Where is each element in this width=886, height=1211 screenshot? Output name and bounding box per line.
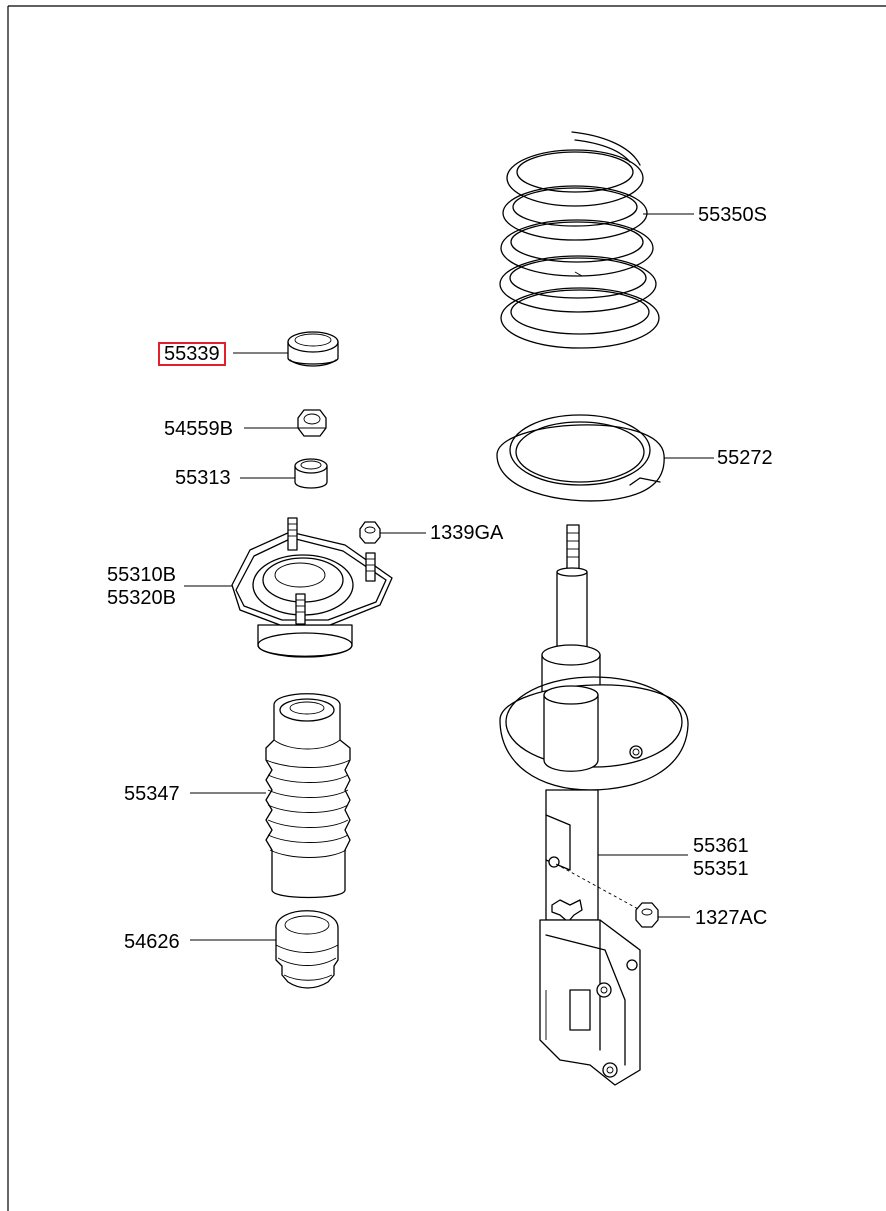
nut-1327ac-part [635,902,659,928]
label-nut-54559b[interactable]: 54559B [164,418,233,440]
label-spacer[interactable]: 55313 [175,467,231,489]
label-dust-cover[interactable]: 55347 [124,783,180,805]
dust-cover-part [265,693,351,899]
nut-54559b-part [297,409,327,437]
nut-1339ga-part [359,521,381,544]
spring-pad-part [496,414,665,502]
label-bumper-cap[interactable]: 55339 [158,342,226,366]
label-strut-mount-b[interactable]: 55320B [107,587,176,609]
label-strut-assembly-a[interactable]: 55361 [693,835,749,857]
spacer-part [294,458,328,489]
label-spring-pad[interactable]: 55272 [717,447,773,469]
coil-spring-part [499,131,660,349]
strut-assembly-part [499,524,689,1086]
bump-stopper-part [275,910,339,989]
label-strut-mount-a[interactable]: 55310B [107,564,176,586]
label-strut-assembly-b[interactable]: 55351 [693,858,749,880]
bumper-cap-part [287,331,339,367]
label-spring[interactable]: 55350S [698,204,767,226]
label-nut-1327ac[interactable]: 1327AC [695,907,768,929]
strut-mount-part [231,517,393,658]
label-nut-1339ga[interactable]: 1339GA [430,522,504,544]
label-bump-stopper[interactable]: 54626 [124,931,180,953]
